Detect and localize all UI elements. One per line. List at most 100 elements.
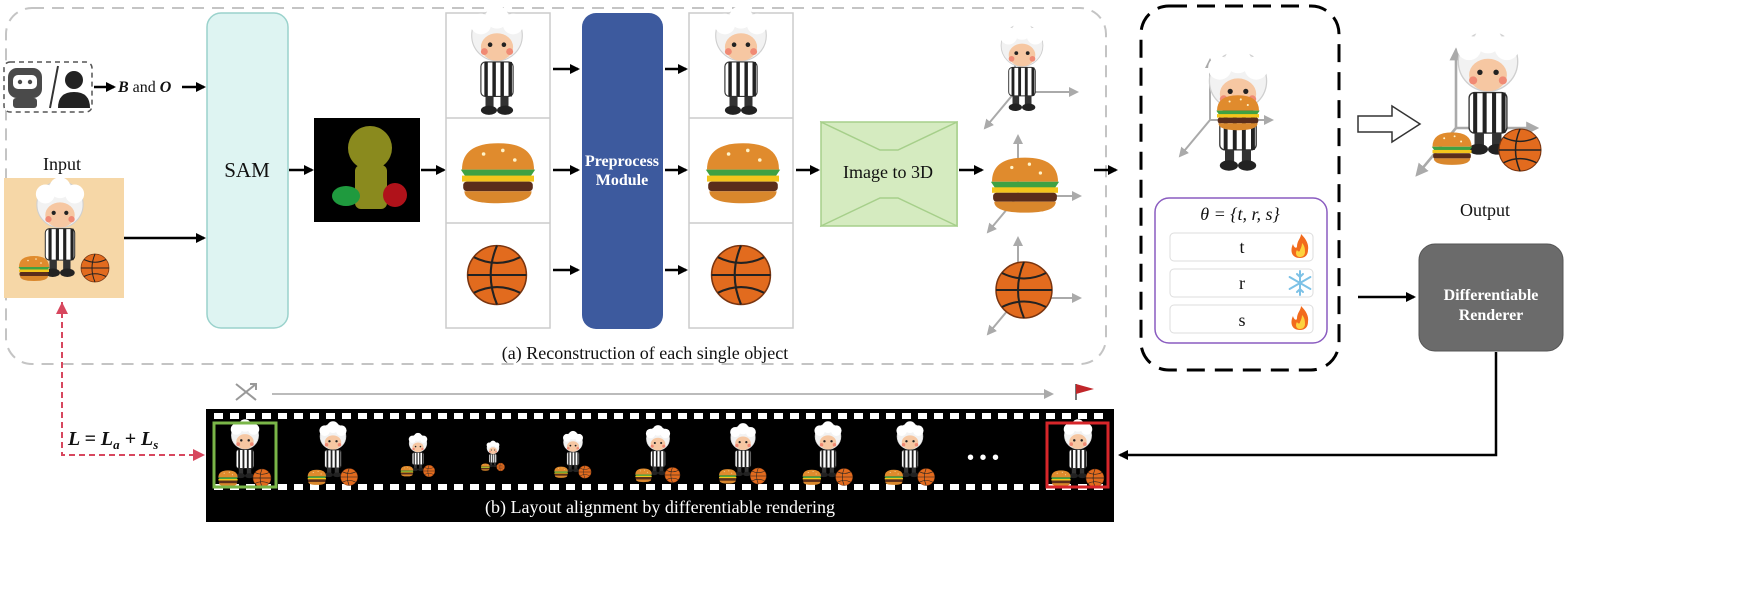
- first-frame-highlight: [212, 421, 278, 489]
- sprocket-hole: [374, 413, 383, 419]
- sam-label: SAM: [224, 158, 270, 182]
- sprocket-hole: [838, 484, 847, 490]
- param-label-r: r: [1239, 273, 1245, 293]
- sprocket-hole: [646, 413, 655, 419]
- sprocket-hole: [534, 413, 543, 419]
- sprocket-hole: [406, 484, 415, 490]
- processed-ball: [710, 244, 772, 306]
- bo-label: B and O: [117, 79, 172, 96]
- sprocket-hole: [550, 413, 559, 419]
- theta-label: θ = {t, r, s}: [1200, 204, 1280, 224]
- param-row-t: t: [1169, 232, 1314, 262]
- param-row-r: r: [1169, 268, 1314, 298]
- sprocket-hole: [870, 484, 879, 490]
- sprocket-hole: [838, 413, 847, 419]
- sprocket-hole: [582, 413, 591, 419]
- sprocket-hole: [710, 413, 719, 419]
- sprocket-hole: [310, 413, 319, 419]
- sprocket-hole: [486, 484, 495, 490]
- object-crops-before: [445, 5, 551, 329]
- image-to-3d-label: Image to 3D: [843, 162, 933, 182]
- processed-burger: [705, 143, 781, 204]
- start-arrows-icon: [235, 383, 257, 401]
- sprocket-hole: [1014, 484, 1023, 490]
- sprocket-hole: [630, 413, 639, 419]
- sprocket-hole: [438, 413, 447, 419]
- sprocket-hole: [630, 484, 639, 490]
- sprocket-hole: [822, 413, 831, 419]
- renderer-label-line2: Renderer: [1459, 307, 1524, 324]
- caption-a: (a) Reconstruction of each single object: [502, 343, 788, 364]
- sprocket-hole: [758, 484, 767, 490]
- user-icons-box: [3, 61, 93, 113]
- sprocket-hole: [678, 413, 687, 419]
- slash-divider: [49, 65, 59, 109]
- sprocket-hole: [454, 413, 463, 419]
- sprocket-hole: [854, 484, 863, 490]
- sprocket-hole: [726, 484, 735, 490]
- last-frame-highlight: [1045, 421, 1110, 489]
- sprocket-hole: [854, 413, 863, 419]
- sprocket-hole: [422, 484, 431, 490]
- sprocket-hole: [326, 484, 335, 490]
- progress-indicator: [235, 383, 1094, 401]
- sprocket-hole: [598, 484, 607, 490]
- sprocket-hole: [742, 484, 751, 490]
- segmentation-mask: [314, 118, 420, 222]
- sprocket-hole: [502, 413, 511, 419]
- sprocket-hole: [262, 413, 271, 419]
- sprocket-hole: [278, 484, 287, 490]
- object-crops-after: [688, 5, 794, 329]
- sprocket-hole: [534, 484, 543, 490]
- sprocket-hole: [758, 413, 767, 419]
- sprocket-hole: [1030, 413, 1039, 419]
- 3d-doll-with-axes: [985, 20, 1077, 128]
- sprocket-hole: [806, 484, 815, 490]
- input-image: [4, 176, 124, 298]
- preprocess-block: [582, 13, 663, 329]
- sprocket-hole: [342, 484, 351, 490]
- flag-icon: [1075, 384, 1094, 400]
- sprocket-hole: [614, 413, 623, 419]
- preprocess-label-line2: Module: [596, 172, 648, 189]
- sprocket-hole: [886, 413, 895, 419]
- sprocket-hole: [1078, 413, 1087, 419]
- reconstruction-region: [5, 7, 1107, 365]
- sprocket-hole: [582, 484, 591, 490]
- sprocket-hole: [774, 484, 783, 490]
- 3d-ball-with-axes: [988, 238, 1080, 334]
- sprocket-hole: [950, 413, 959, 419]
- sprocket-hole: [934, 484, 943, 490]
- layout-panel: [1139, 4, 1341, 372]
- sprocket-hole: [790, 413, 799, 419]
- sprocket-hole: [918, 413, 927, 419]
- sprocket-hole: [566, 484, 575, 490]
- sprocket-hole: [294, 413, 303, 419]
- sprocket-hole: [902, 413, 911, 419]
- param-label-s: s: [1238, 310, 1245, 330]
- crop-ball: [466, 244, 528, 306]
- sprocket-hole: [694, 413, 703, 419]
- sprocket-hole: [1094, 413, 1103, 419]
- sprocket-hole: [678, 484, 687, 490]
- sprocket-hole: [694, 484, 703, 490]
- film-strip: • • • (b) Layout alignment by differenti…: [206, 409, 1114, 522]
- sprocket-hole: [518, 413, 527, 419]
- sprocket-hole: [310, 484, 319, 490]
- sprocket-hole: [1062, 413, 1071, 419]
- sprocket-hole: [294, 484, 303, 490]
- sprocket-hole: [1046, 413, 1055, 419]
- hollow-arrow-icon: [1357, 104, 1422, 144]
- sprocket-hole: [390, 413, 399, 419]
- preprocess-label-line1: Preprocess: [585, 153, 659, 170]
- sprocket-hole: [550, 484, 559, 490]
- sprocket-hole: [966, 484, 975, 490]
- sprocket-hole: [614, 484, 623, 490]
- sprocket-hole: [902, 484, 911, 490]
- sprocket-hole: [918, 484, 927, 490]
- caption-b: (b) Layout alignment by differentiable r…: [485, 497, 835, 518]
- person-icon: [58, 71, 90, 108]
- sprocket-hole: [742, 413, 751, 419]
- sprocket-hole: [326, 413, 335, 419]
